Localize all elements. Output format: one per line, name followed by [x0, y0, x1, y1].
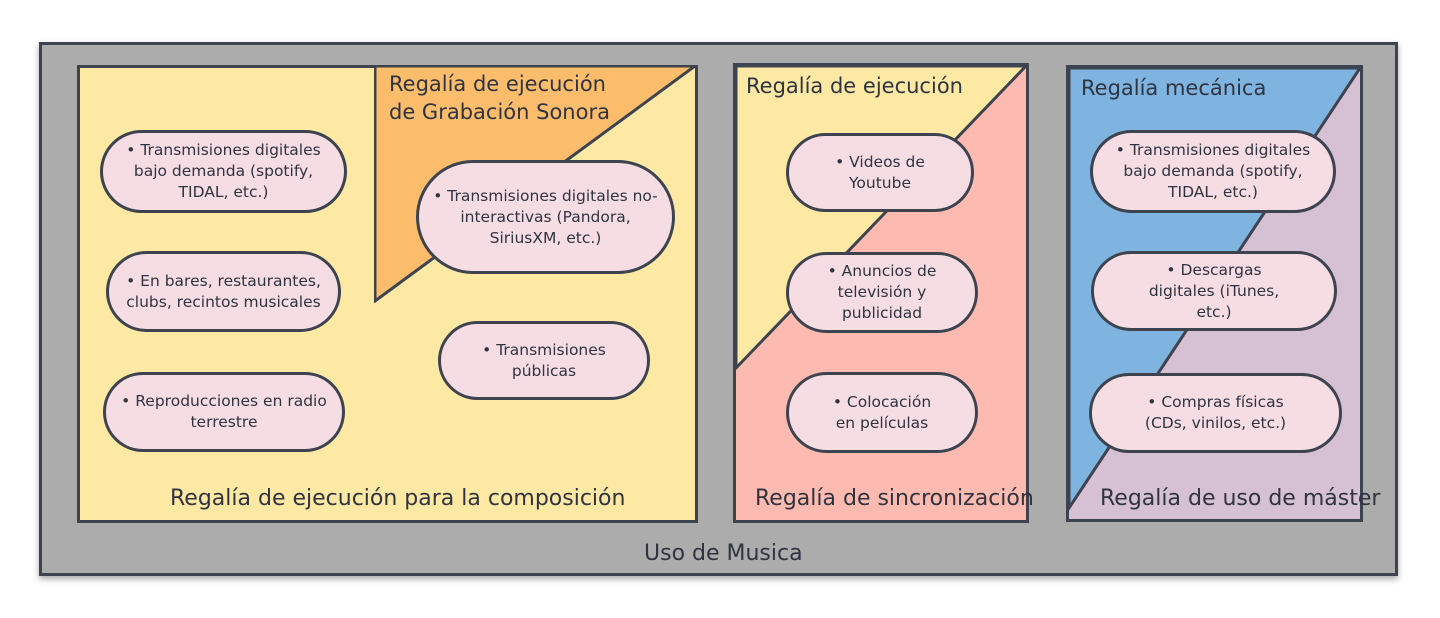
music-use-label: Uso de Musica	[644, 541, 803, 566]
list-item-mechanical-3: • Compras físicas (CDs, vinilos, etc.)	[1089, 373, 1342, 453]
list-item-sync-1: • Videos de Youtube	[786, 133, 974, 212]
list-item-composition-4: • Transmisiones digitales no-interactiva…	[416, 160, 675, 274]
mechanical-royalty-label: Regalía mecánica	[1081, 76, 1267, 100]
list-item-sync-2: • Anuncios de televisión y publicidad	[786, 252, 978, 333]
list-item-composition-5: • Transmisiones públicas	[438, 321, 650, 400]
list-item-composition-1: • Transmisiones digitales bajo demanda (…	[100, 130, 347, 213]
sound-recording-label-line2: de Grabación Sonora	[389, 100, 610, 124]
list-item-mechanical-2: • Descargas digitales (iTunes, etc.)	[1091, 251, 1337, 331]
list-item-sync-3: • Colocación en películas	[786, 372, 978, 453]
sound-recording-label-line1: Regalía de ejecución	[389, 72, 606, 96]
sync-royalty-label: Regalía de sincronización	[755, 486, 1034, 511]
master-use-royalty-label: Regalía de uso de máster	[1100, 486, 1381, 511]
list-item-composition-3: • Reproducciones en radio terrestre	[103, 372, 345, 452]
list-item-mechanical-1: • Transmisiones digitales bajo demanda (…	[1090, 130, 1336, 213]
list-item-composition-2: • En bares, restaurantes, clubs, recinto…	[106, 251, 341, 332]
composition-royalty-label: Regalía de ejecución para la composición	[170, 486, 626, 511]
sound-recording-label: Regalía de ejecución de Grabación Sonora	[389, 70, 610, 126]
performance-royalty-label: Regalía de ejecución	[746, 74, 963, 98]
